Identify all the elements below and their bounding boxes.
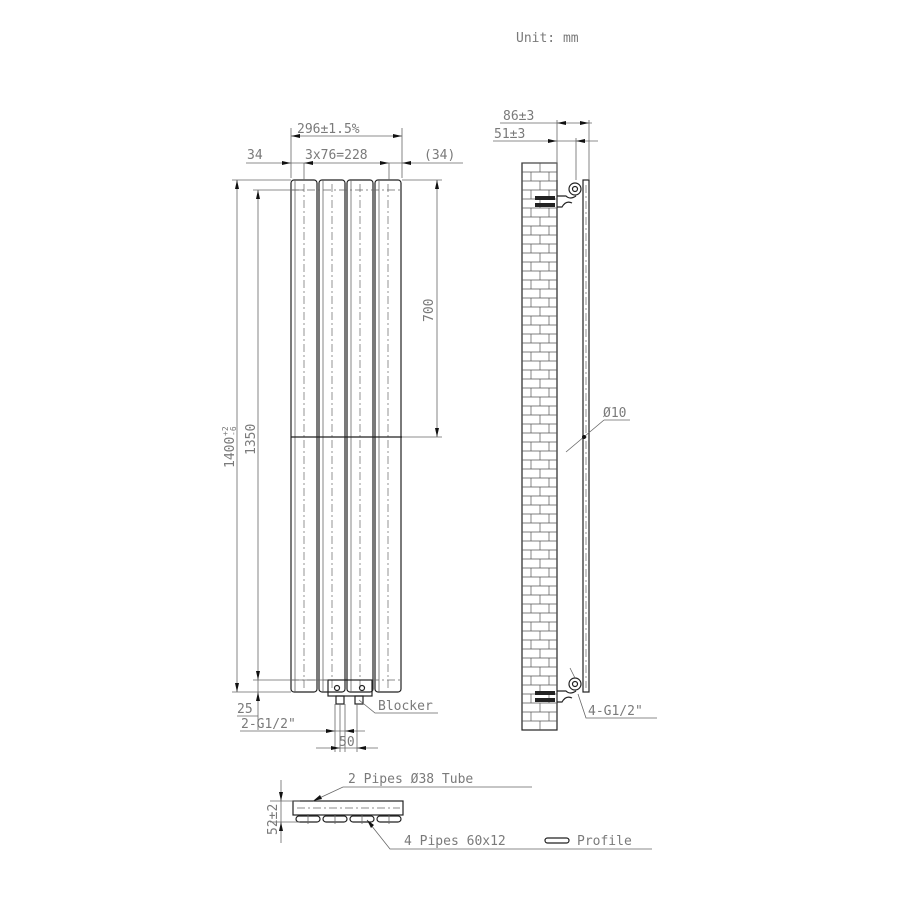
profile-icon xyxy=(544,837,570,844)
spacing-dim: 3x76=228 xyxy=(305,148,368,163)
bottom-offset-dim: 25 xyxy=(237,702,253,717)
top-view: 52±2 2 Pipes Ø38 Tube 4 Pipes 60x12 Prof… xyxy=(266,772,652,850)
pipe-spacing-dim: 50 xyxy=(339,735,355,750)
top-depth-dim: 52±2 xyxy=(266,804,281,835)
height-tol-lower: -6 xyxy=(229,426,238,436)
blocker-label: Blocker xyxy=(378,699,433,714)
profile-suffix: Profile xyxy=(577,834,632,849)
right-margin-dim: (34) xyxy=(424,148,455,163)
profile-sections xyxy=(295,814,402,824)
tube-label: 2 Pipes Ø38 Tube xyxy=(348,772,473,787)
half-height-dim: 700 xyxy=(422,299,437,322)
width-total-dim: 296±1.5% xyxy=(297,122,360,137)
left-margin-dim: 34 xyxy=(247,148,263,163)
bottom-bracket xyxy=(535,677,582,703)
blocker xyxy=(354,695,364,705)
tube-section xyxy=(292,800,404,816)
side-view: 86±3 51±3 Ø10 4-G1/2" xyxy=(493,109,657,731)
center-height-dim: 1350 xyxy=(244,424,259,455)
height-tol-upper: +2 xyxy=(221,426,230,436)
valve-icon xyxy=(333,684,341,692)
profile-label: 4 Pipes 60x12 xyxy=(404,834,506,849)
front-view: 296±1.5% 34 3x76=228 (34) 1400 +2 -6 135… xyxy=(221,122,463,752)
height-total-dim: 1400 xyxy=(223,437,238,468)
inlet-label: 2-G1/2" xyxy=(241,717,296,732)
top-bracket xyxy=(535,182,582,208)
radiator-column xyxy=(318,179,346,693)
diameter-dim: Ø10 xyxy=(603,406,626,421)
depth-wall-dim: 51±3 xyxy=(494,127,525,142)
bracket-label: 4-G1/2" xyxy=(588,704,643,719)
depth-total-dim: 86±3 xyxy=(503,109,534,124)
brick-wall xyxy=(521,162,558,731)
unit-label: Unit: mm xyxy=(516,31,579,46)
valve-icon xyxy=(358,684,366,692)
inlet-pipe xyxy=(335,695,345,705)
radiator-column xyxy=(346,179,374,693)
radiator-columns xyxy=(290,179,402,693)
radiator-column xyxy=(374,179,402,693)
connection-block xyxy=(327,679,373,697)
